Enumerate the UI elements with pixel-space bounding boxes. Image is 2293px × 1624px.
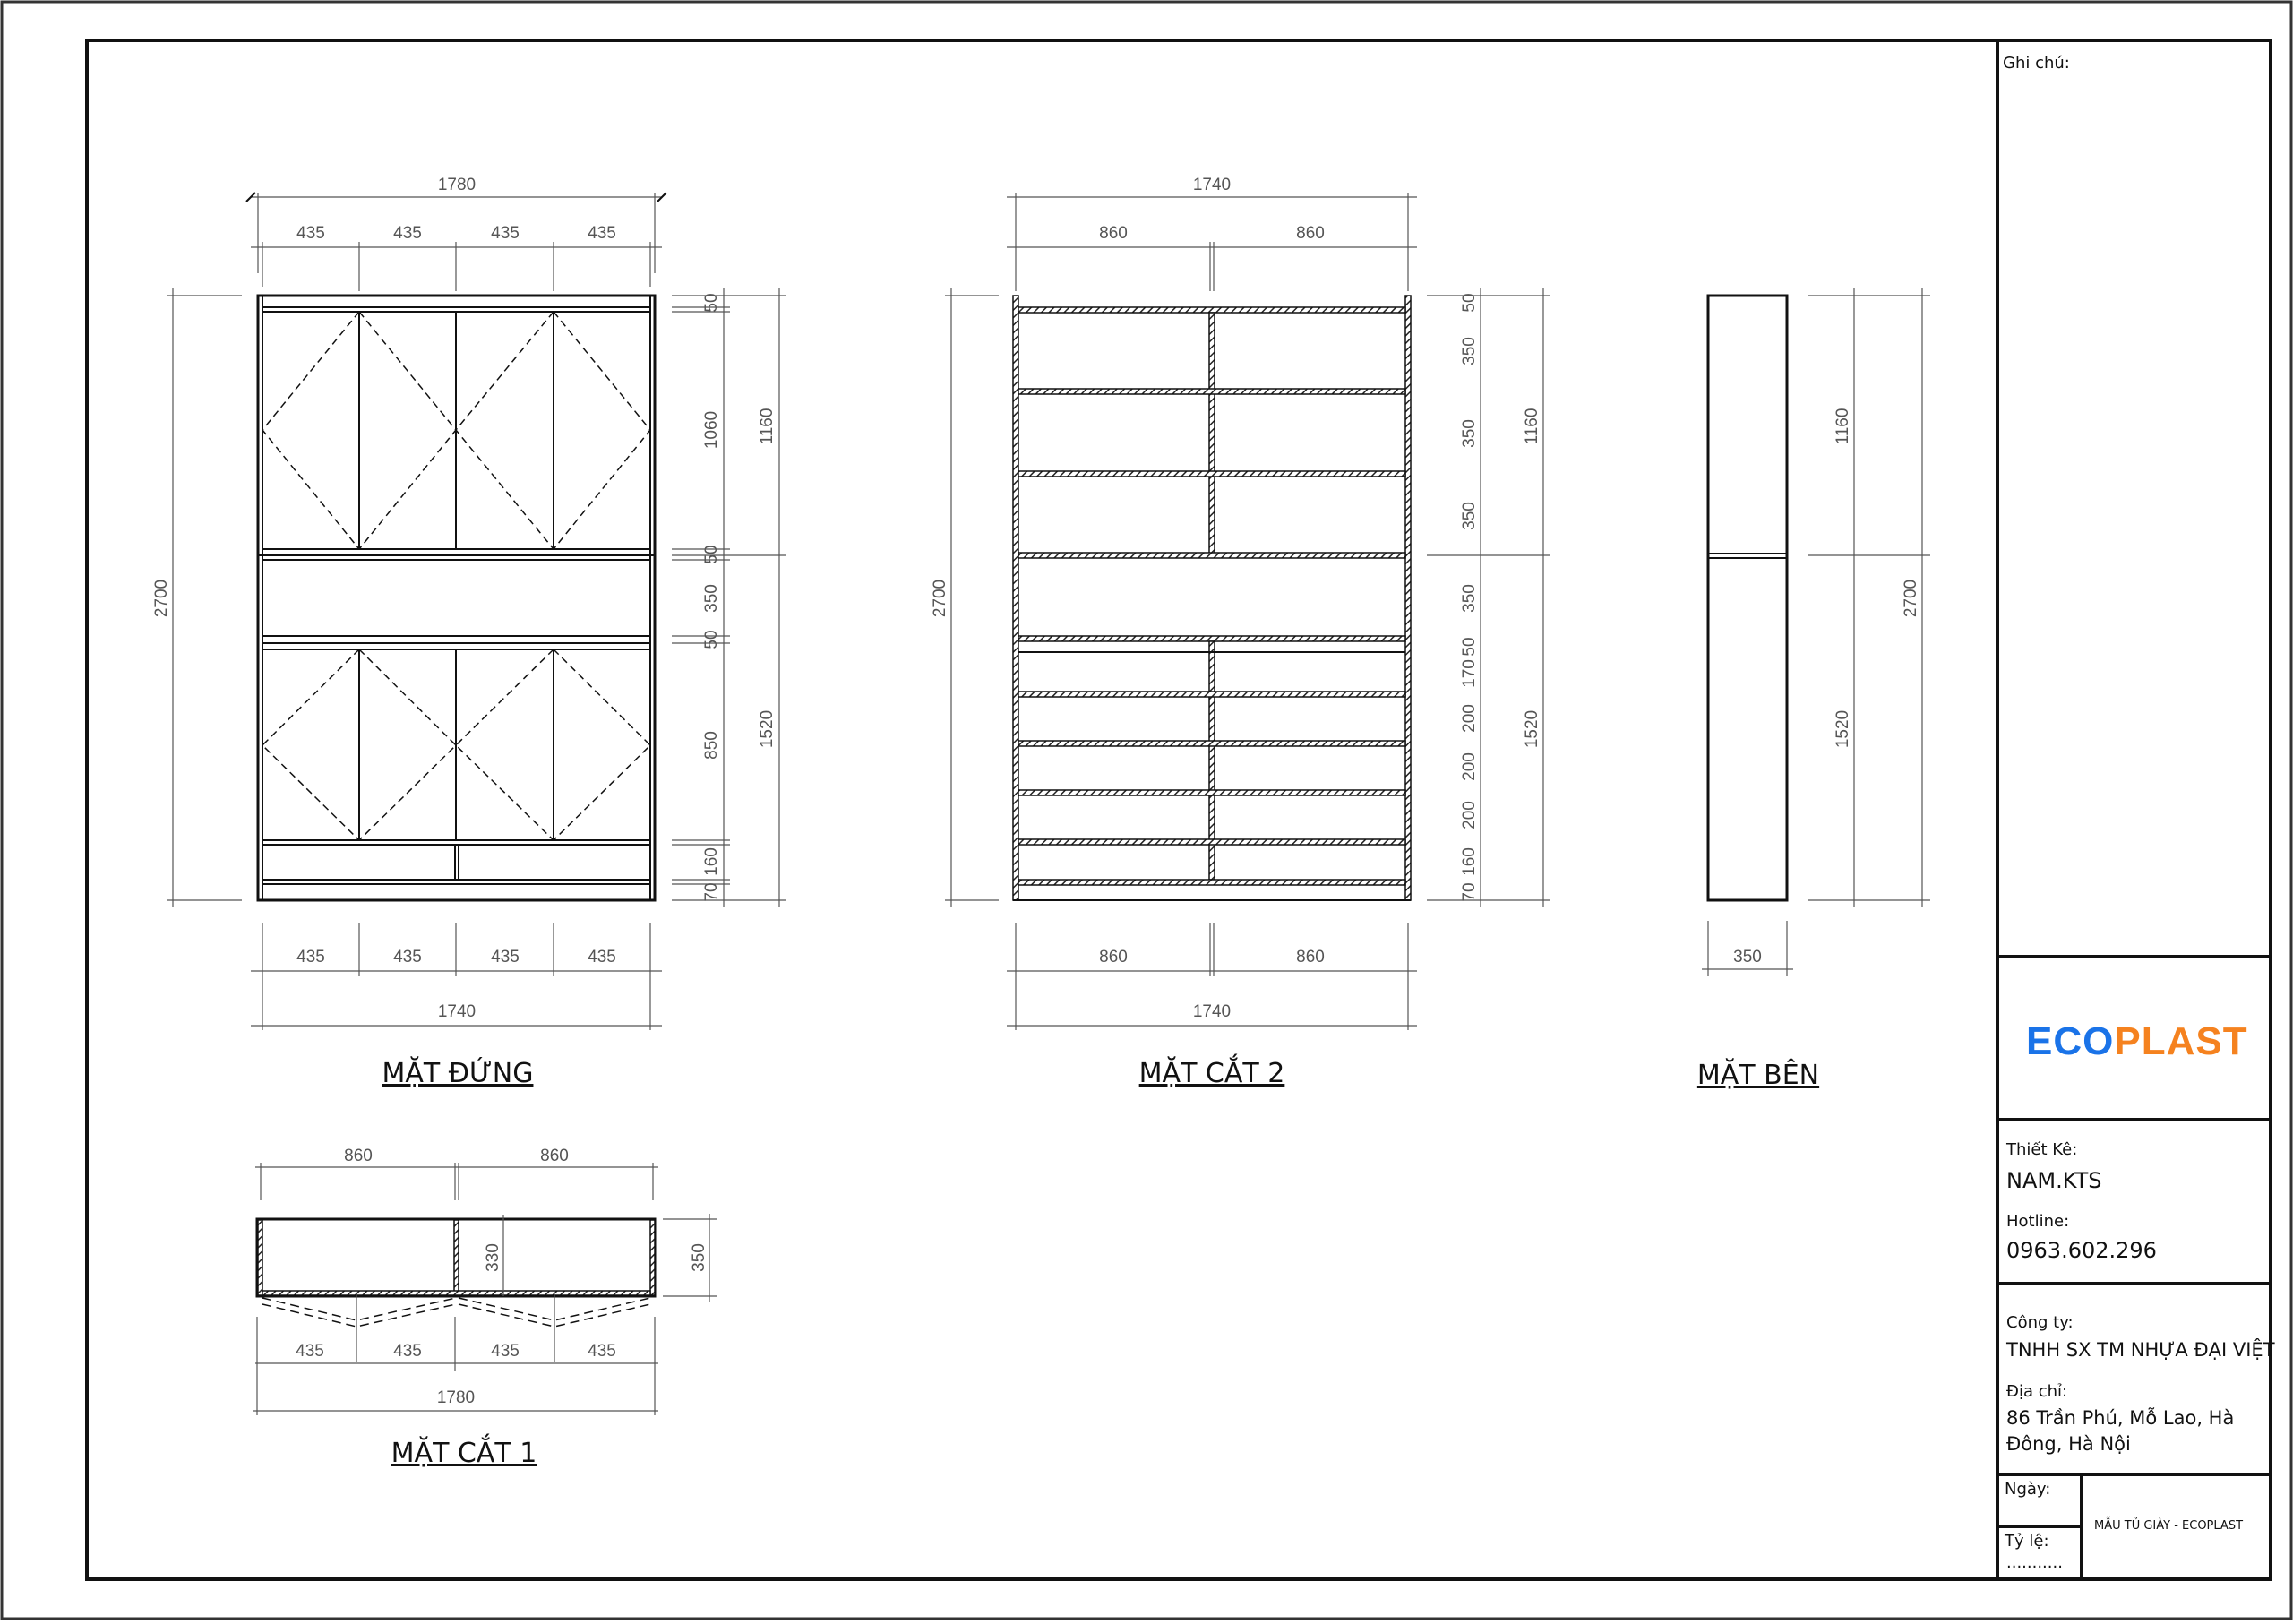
svg-text:160: 160: [1460, 847, 1479, 876]
svg-text:50: 50: [702, 630, 721, 649]
svg-text:2700: 2700: [1902, 580, 1920, 617]
svg-text:1160: 1160: [1523, 408, 1542, 445]
svg-text:435: 435: [491, 224, 520, 243]
svg-text:1740: 1740: [438, 1002, 476, 1021]
svg-text:435: 435: [588, 224, 616, 243]
designer-label: Thiết Kê:: [2006, 1140, 2078, 1159]
svg-text:350: 350: [1733, 948, 1762, 967]
svg-text:70: 70: [702, 882, 721, 901]
hotline-value: 0963.602.296: [2006, 1238, 2157, 1263]
notes-label: Ghi chú:: [2003, 54, 2070, 73]
svg-text:1520: 1520: [1834, 710, 1852, 748]
front-view-title: MẶT ĐỨNG: [382, 1056, 534, 1089]
svg-text:350: 350: [1460, 584, 1479, 613]
svg-text:200: 200: [1460, 801, 1479, 829]
front-elevation: [256, 294, 657, 902]
svg-text:350: 350: [1460, 419, 1479, 448]
scale-value: ...........: [2006, 1553, 2063, 1572]
svg-text:435: 435: [296, 1342, 324, 1361]
address-line-2: Đông, Hà Nội: [2006, 1433, 2131, 1455]
svg-text:1060: 1060: [702, 411, 721, 449]
svg-text:70: 70: [1460, 882, 1479, 901]
svg-text:160: 160: [702, 847, 721, 876]
designer-value: NAM.KTS: [2006, 1168, 2102, 1193]
svg-text:1780: 1780: [437, 1388, 475, 1407]
svg-text:200: 200: [1460, 704, 1479, 733]
svg-text:1160: 1160: [758, 408, 777, 445]
side-view: [1706, 294, 1789, 902]
svg-text:860: 860: [1099, 224, 1128, 243]
svg-text:435: 435: [491, 1342, 520, 1361]
company-label: Công ty:: [2006, 1313, 2074, 1332]
section1-view-title: MẶT CẮT 1: [391, 1433, 537, 1469]
address-label: Địa chỉ:: [2006, 1382, 2068, 1401]
svg-text:1740: 1740: [1193, 1002, 1231, 1021]
scale-label: Tỷ lệ:: [2005, 1532, 2049, 1551]
svg-text:200: 200: [1460, 752, 1479, 781]
svg-text:1520: 1520: [1523, 710, 1542, 748]
date-label: Ngày:: [2005, 1480, 2051, 1499]
svg-text:350: 350: [1460, 502, 1479, 530]
frame-border: [85, 39, 2272, 1581]
svg-text:50: 50: [702, 293, 721, 312]
svg-text:860: 860: [1099, 948, 1128, 967]
svg-text:860: 860: [1296, 224, 1325, 243]
svg-text:1520: 1520: [758, 710, 777, 748]
svg-text:435: 435: [588, 1342, 616, 1361]
svg-text:435: 435: [393, 224, 422, 243]
section-2: [1012, 295, 1412, 901]
section-1: [255, 1217, 657, 1362]
svg-text:50: 50: [702, 545, 721, 563]
svg-text:435: 435: [296, 224, 325, 243]
svg-text:860: 860: [344, 1147, 373, 1165]
logo-plast: PLAST: [2114, 1019, 2248, 1063]
hotline-label: Hotline:: [2006, 1212, 2070, 1231]
svg-text:850: 850: [702, 731, 721, 760]
svg-text:860: 860: [540, 1147, 569, 1165]
svg-text:435: 435: [393, 948, 422, 967]
svg-text:2700: 2700: [931, 580, 949, 617]
ecoplast-logo: ECOPLAST: [2026, 1019, 2248, 1064]
svg-text:350: 350: [1460, 337, 1479, 365]
svg-text:1160: 1160: [1834, 408, 1852, 445]
svg-text:50: 50: [1460, 637, 1479, 656]
svg-text:170: 170: [1460, 659, 1479, 688]
svg-text:1780: 1780: [438, 176, 476, 194]
logo-eco: ECO: [2026, 1019, 2115, 1063]
svg-text:435: 435: [393, 1342, 422, 1361]
svg-text:50: 50: [1460, 293, 1479, 312]
svg-text:2700: 2700: [152, 580, 171, 617]
svg-text:435: 435: [296, 948, 325, 967]
address-line-1: 86 Trần Phú, Mỗ Lao, Hà: [2006, 1407, 2235, 1429]
svg-text:350: 350: [690, 1243, 709, 1272]
svg-text:330: 330: [484, 1243, 502, 1272]
section2-view-title: MẶT CẮT 2: [1139, 1053, 1285, 1089]
svg-text:860: 860: [1296, 948, 1325, 967]
svg-text:435: 435: [588, 948, 616, 967]
svg-text:350: 350: [702, 584, 721, 613]
company-value: TNHH SX TM NHỰA ĐẠI VIỆT: [2006, 1339, 2275, 1361]
side-view-title: MẶT BÊN: [1697, 1058, 1819, 1091]
svg-text:1740: 1740: [1193, 176, 1231, 194]
svg-text:435: 435: [491, 948, 520, 967]
drawing-title: MẪU TỦ GIÀY - ECOPLAST: [2094, 1519, 2244, 1533]
